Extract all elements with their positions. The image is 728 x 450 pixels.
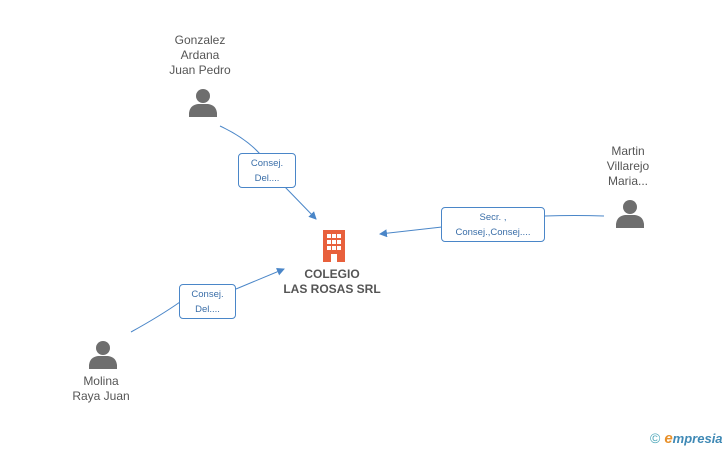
person-icon	[89, 341, 117, 369]
brand-name: mpresia	[672, 431, 723, 446]
company-name-line1: COLEGIO	[304, 267, 360, 281]
person-name-line: Ardana	[180, 48, 220, 62]
person-name-line: Molina	[83, 374, 119, 388]
person-icon	[616, 200, 644, 228]
person-name-line: Martin	[611, 144, 645, 158]
company-name: COLEGIO LAS ROSAS SRL	[270, 267, 394, 297]
relation-label-line: Consej.	[191, 289, 224, 300]
building-icon	[323, 230, 345, 262]
person-name-molina: Molina Raya Juan	[51, 374, 151, 404]
relation-label-line: Secr. ,	[479, 212, 507, 223]
person-name-line: Maria...	[607, 174, 648, 188]
connector-martin	[544, 215, 605, 217]
relation-box-molina[interactable]: Consej. Del....	[179, 284, 236, 319]
person-name-line: Villarejo	[606, 159, 650, 173]
arrow-gonzalez	[284, 186, 317, 220]
copyright-symbol: ©	[650, 430, 661, 446]
connector-molina	[130, 301, 181, 333]
person-icon	[189, 89, 217, 117]
person-name-line: Juan Pedro	[169, 63, 231, 77]
relation-label-line: Del....	[254, 173, 280, 184]
brand-e-letter: e	[664, 430, 673, 447]
empresia-logo: ©empresia	[650, 428, 723, 448]
person-name-gonzalez: Gonzalez Ardana Juan Pedro	[150, 33, 250, 78]
relation-label-line: Del....	[195, 304, 220, 315]
arrow-martin	[379, 226, 443, 238]
relation-box-gonzalez[interactable]: Consej. Del....	[238, 153, 296, 188]
relation-label-line: Consej.,Consej....	[455, 227, 531, 238]
person-name-line: Gonzalez	[174, 33, 226, 47]
relation-label-line: Consej.	[250, 158, 284, 169]
person-name-line: Raya Juan	[72, 389, 130, 403]
arrow-molina	[235, 268, 285, 290]
relation-box-martin[interactable]: Secr. , Consej.,Consej....	[441, 207, 545, 242]
person-name-martin: Martin Villarejo Maria...	[578, 144, 678, 189]
company-name-line2: LAS ROSAS SRL	[283, 282, 381, 296]
